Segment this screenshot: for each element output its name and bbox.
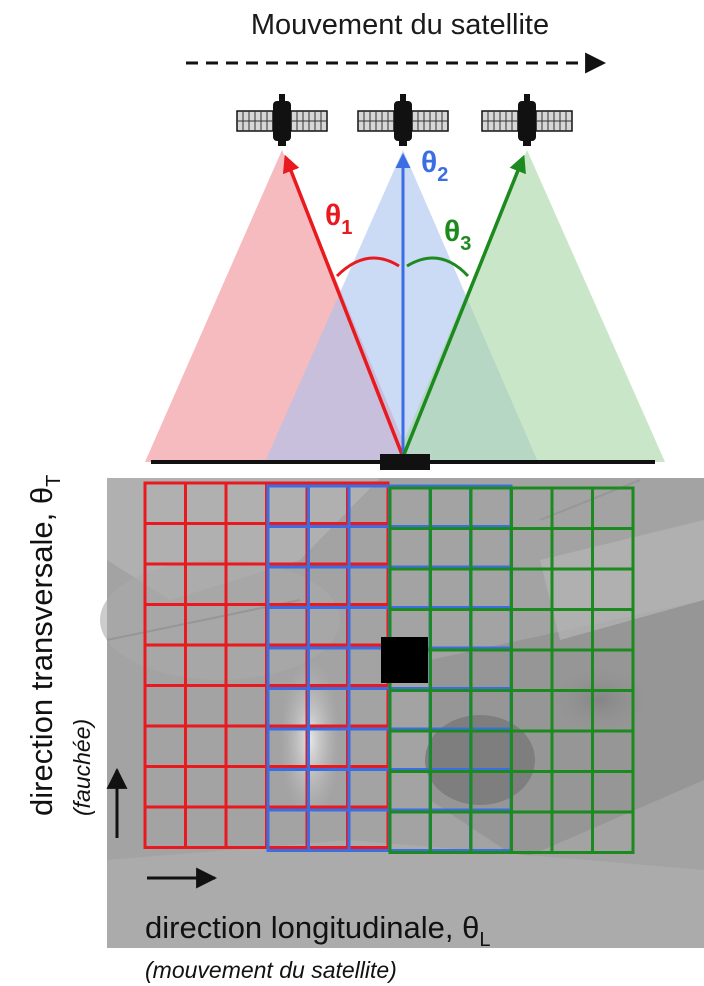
view-cone-3 <box>395 150 665 462</box>
view-ray-1 <box>282 154 405 458</box>
swath-label: (fauchée) <box>69 719 95 816</box>
view-ray-3 <box>401 154 526 458</box>
angle-arc-2 <box>406 256 470 278</box>
diagram-title: Mouvement du satellite <box>251 9 549 41</box>
longitudinal-direction-label: direction longitudinale, θL <box>145 910 490 951</box>
satellite-3-icon <box>481 93 573 147</box>
ground-target-marker <box>380 454 430 470</box>
satellite-1-icon <box>236 93 328 147</box>
theta-1-label: θ1 <box>325 199 352 239</box>
grid-cell <box>591 810 635 854</box>
theta-3-label: θ3 <box>444 215 471 255</box>
transverse-direction-label: direction transversale, θT <box>24 475 65 816</box>
target-pixel <box>381 637 428 683</box>
satellite-2-icon <box>357 93 449 147</box>
angle-arc-1 <box>335 256 400 278</box>
theta-2-label: θ2 <box>421 146 448 186</box>
longitudinal-note: (mouvement du satellite) <box>145 957 397 983</box>
satellite-image-background <box>100 478 704 948</box>
pixel-grid-view-1 <box>143 481 390 849</box>
